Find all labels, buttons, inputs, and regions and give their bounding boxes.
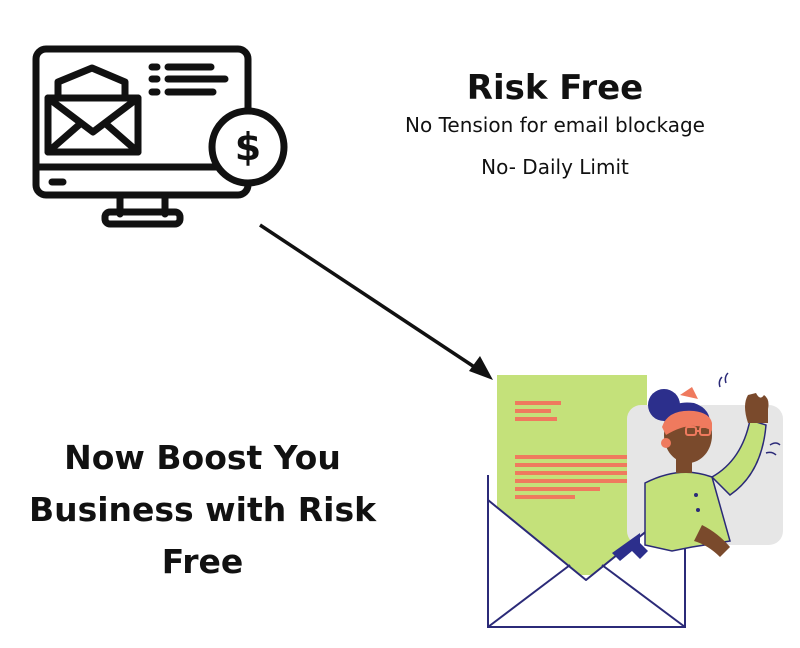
headline: Now Boost You Business with Risk Free bbox=[20, 432, 385, 588]
heading: Risk Free bbox=[466, 68, 644, 108]
diagonal-arrow bbox=[259, 223, 493, 380]
woman-waving-from-envelope bbox=[487, 372, 783, 628]
headline-line-3: Free bbox=[161, 542, 244, 581]
headline-line-2: Business with Risk bbox=[28, 490, 377, 529]
svg-text:$: $ bbox=[235, 125, 261, 169]
subheading-daily-limit: No- Daily Limit bbox=[481, 155, 629, 179]
subheading-email-blockage: No Tension for email blockage bbox=[405, 113, 705, 137]
headline-line-1: Now Boost You bbox=[64, 438, 341, 477]
computer-email-payment-icon: $ bbox=[32, 45, 288, 228]
